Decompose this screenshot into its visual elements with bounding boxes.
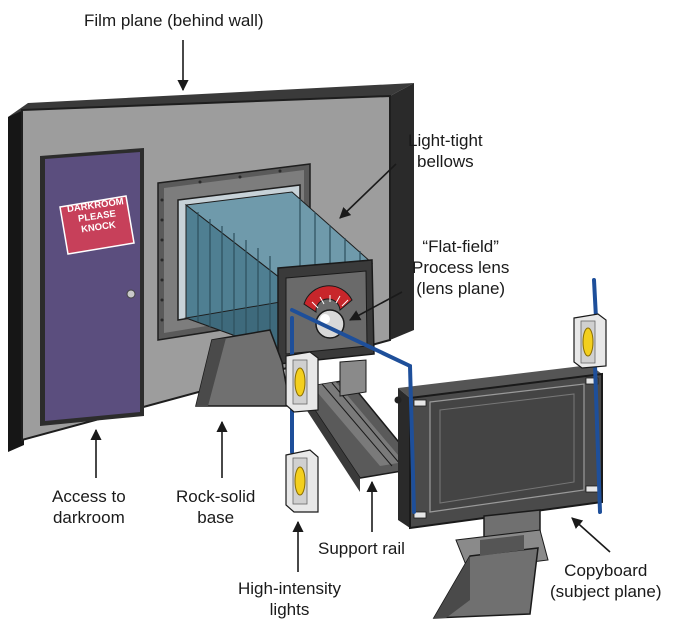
support-rail — [298, 359, 422, 492]
copyboard-glass — [429, 383, 585, 513]
light-upper-left — [285, 351, 319, 413]
label-text: darkroom — [52, 508, 125, 527]
label-text: bellows — [416, 152, 474, 171]
light-upper-right — [573, 313, 607, 369]
label-process-lens: “Flat-field” Process lens (lens plane) — [412, 236, 509, 299]
bellows-arrow — [339, 163, 397, 219]
wall-left-edge — [8, 110, 24, 452]
wall-side-edge — [390, 83, 414, 340]
copyboard-frame — [398, 365, 602, 398]
door-knob-icon — [126, 289, 136, 299]
light-cables — [290, 278, 602, 514]
label-text: Support rail — [318, 539, 405, 558]
label-text: Copyboard — [564, 561, 648, 580]
label-text: “Flat-field” — [422, 237, 499, 256]
label-base: Rock-solid base — [176, 486, 255, 528]
label-text: Rock-solid — [176, 487, 256, 506]
label-text: Access to — [52, 487, 126, 506]
copyboard — [394, 365, 603, 530]
label-bellows: Light-tight bellows — [408, 130, 483, 172]
label-text: base — [197, 508, 235, 527]
light-lower-left — [285, 449, 319, 513]
label-darkroom: Access to darkroom — [52, 486, 126, 528]
label-text: Process lens — [412, 258, 510, 277]
label-copyboard: Copyboard (subject plane) — [550, 560, 662, 602]
copyboard-stand — [432, 509, 549, 619]
lamp-bulb-icon — [294, 367, 306, 397]
label-text: (lens plane) — [416, 279, 506, 298]
label-film-plane: Film plane (behind wall) — [84, 10, 264, 31]
lamp-bulb-icon — [294, 466, 306, 496]
door-sign — [59, 195, 135, 255]
label-text: High-intensity — [238, 579, 341, 598]
label-text: (subject plane) — [550, 582, 662, 601]
label-lights: High-intensity lights — [238, 578, 341, 620]
copyboard-arrow — [571, 517, 611, 553]
label-text: Light-tight — [408, 131, 483, 150]
label-text: lights — [269, 600, 310, 619]
lens-arrow — [349, 291, 403, 321]
label-support-rail: Support rail — [318, 538, 405, 559]
darkroom-door — [40, 148, 144, 426]
door-panel — [45, 152, 140, 421]
label-text: Film plane (behind wall) — [84, 11, 264, 30]
darkroom-sign-text: DARKROOM PLEASE KNOCK — [61, 196, 135, 253]
lamp-bulb-icon — [582, 327, 594, 357]
